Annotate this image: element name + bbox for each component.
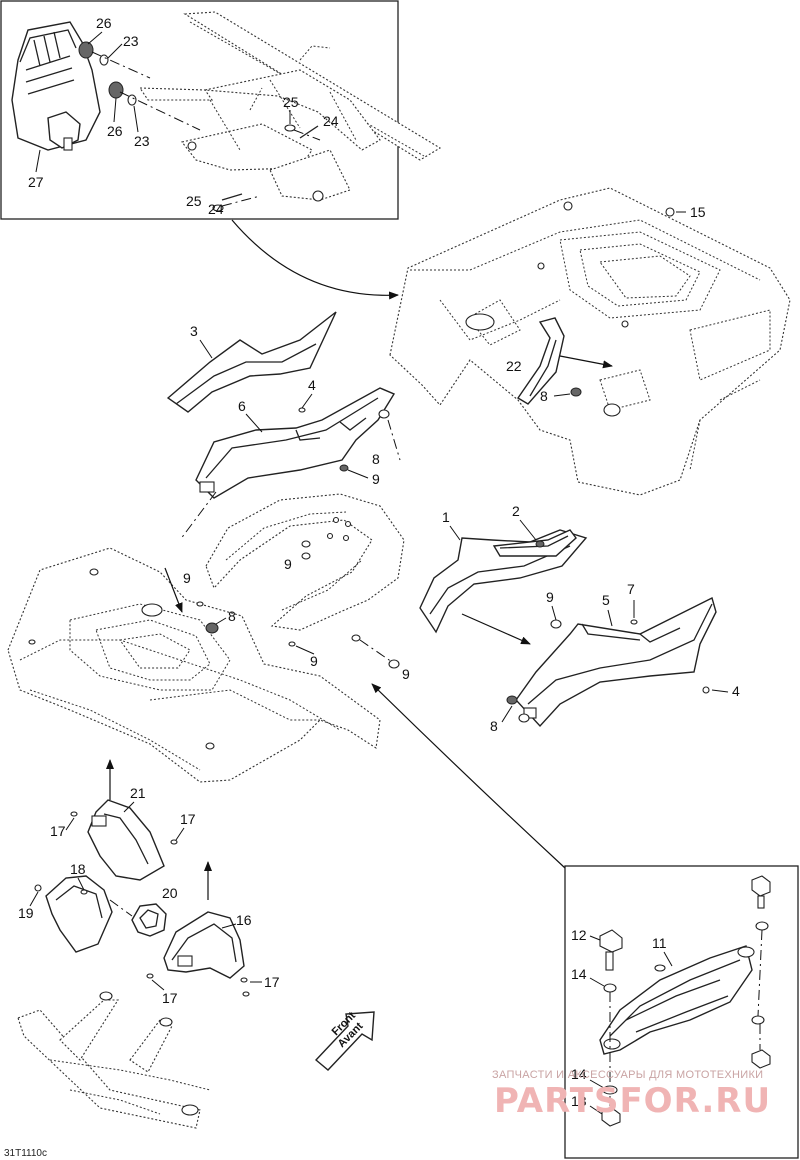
inset-frame: [564, 865, 799, 1159]
storage-box-part-27: [11, 21, 101, 151]
callout-8-rear: 8: [540, 387, 582, 404]
front-inner-fender: 9 9 9: [205, 493, 410, 682]
rear-rack-frame: [138, 11, 442, 202]
callout-1: 1: [442, 509, 450, 525]
front-fender-part: 9 8: [7, 491, 381, 783]
callout-8c: 8: [228, 608, 236, 624]
callout-9f: 9: [546, 589, 554, 605]
inset-callouts: 26 23 26 23 25 24 25 24 27: [28, 15, 339, 217]
callout-14b: 14: [571, 1066, 587, 1082]
rear-fender-part: 15: [389, 187, 791, 496]
right-hardware-stack: [751, 875, 771, 1069]
callout-21: 21: [130, 785, 146, 801]
callout-4b: 4: [732, 683, 740, 699]
callout-8a: 8: [540, 388, 548, 404]
callout-26b: 26: [107, 123, 123, 139]
callout-24a: 24: [323, 113, 339, 129]
direction-arrow-icon: [231, 219, 399, 300]
callout-9a: 9: [372, 471, 380, 487]
callout-11: 11: [652, 935, 667, 951]
watermark-tagline: ЗАПЧАСТИ И АКСЕССУАРЫ ДЛЯ МОТОТЕХНИКИ: [492, 1069, 763, 1081]
watermark-logo: PARTSFOR.RU: [494, 1081, 771, 1121]
callout-23a: 23: [123, 33, 139, 49]
mud-guard-part-21: 21 17 17: [50, 785, 196, 881]
callout-26a: 26: [96, 15, 112, 31]
callout-17b: 17: [180, 811, 196, 827]
callout-4a: 4: [308, 377, 316, 393]
inset-hardware: [78, 41, 321, 212]
mud-guard-part-16: 16 17 17: [146, 911, 280, 1006]
support-part-11: 11: [599, 935, 755, 1055]
callout-3: 3: [190, 323, 198, 339]
callout-17d: 17: [264, 974, 280, 990]
front-bumper-frame: [17, 991, 211, 1129]
trim-part-1: 1: [419, 509, 588, 634]
callout-9d: 9: [310, 653, 318, 669]
trim-part-2: 2: [492, 503, 577, 557]
trim-part-3: 3: [166, 311, 337, 413]
splash-part-19: 18 19: [18, 861, 113, 953]
callout-12: 12: [571, 927, 587, 943]
grommet-part-20: 20: [109, 885, 178, 937]
callout-17a: 17: [50, 823, 66, 839]
callout-14a: 14: [571, 966, 587, 982]
side-panel-part-5: 5 7 9 4 8: [490, 581, 740, 734]
callout-13: 13: [571, 1093, 587, 1109]
callout-22: 22: [506, 358, 522, 374]
front-arrow-icon: Front Avant: [314, 1010, 375, 1071]
watermark: ЗАПЧАСТИ И АКСЕССУАРЫ ДЛЯ МОТОТЕХНИКИ PA…: [492, 1069, 771, 1121]
rear-rack-inset: 26 23 26 23 25 24 25 24 27: [0, 0, 442, 220]
callout-23b: 23: [134, 133, 150, 149]
callout-8d: 8: [490, 718, 498, 734]
callout-7: 7: [627, 581, 635, 597]
callout-16: 16: [236, 912, 252, 928]
callout-6: 6: [238, 398, 246, 414]
callout-2: 2: [512, 503, 520, 519]
callout-27: 27: [28, 174, 44, 190]
left-hardware-stack: 12 14 14 13: [571, 927, 623, 1127]
diagram-code: 31T1110c: [4, 1148, 47, 1159]
callout-5: 5: [602, 592, 610, 608]
callout-17c: 17: [162, 990, 178, 1006]
inset-frame: [0, 0, 399, 220]
support-bracket-inset: 11 12 14 14 13: [564, 865, 799, 1159]
direction-arrow-icon: [371, 683, 566, 869]
callout-25a: 25: [283, 94, 299, 110]
callout-24b: 24: [208, 201, 224, 217]
callout-8b: 8: [372, 451, 380, 467]
callout-18: 18: [70, 861, 86, 877]
direction-arrow-icon: [461, 613, 531, 645]
callout-25b: 25: [186, 193, 202, 209]
callout-19: 19: [18, 905, 34, 921]
side-panel-part-6: 6 4 8 9: [195, 377, 401, 499]
rear-trim-part-22: 22: [506, 317, 613, 405]
callout-9e: 9: [183, 570, 191, 586]
callout-15: 15: [690, 204, 706, 220]
callout-9c: 9: [402, 666, 410, 682]
callout-9b: 9: [284, 556, 292, 572]
callout-20: 20: [162, 885, 178, 901]
